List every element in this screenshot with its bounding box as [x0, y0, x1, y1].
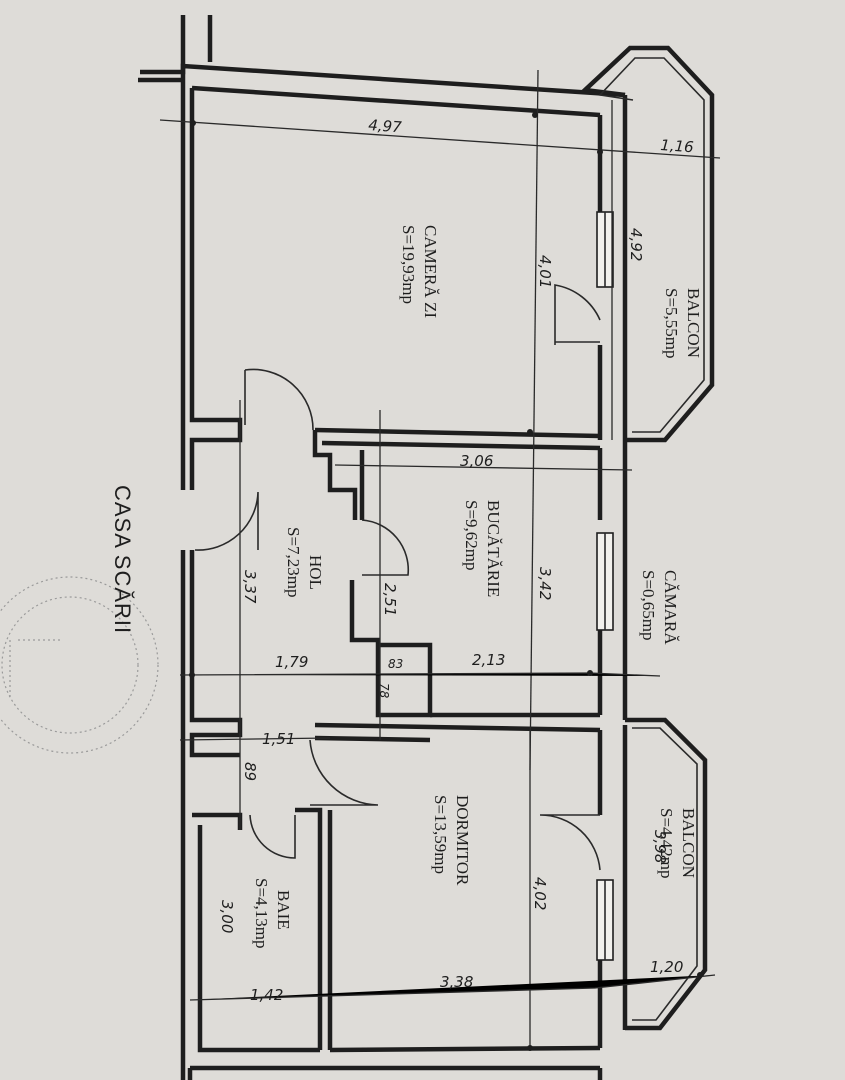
dim-4-02: 4,02 — [531, 877, 549, 910]
balcony-top — [579, 45, 715, 443]
dimension-labels: 4,97 1,16 4,92 4,01 3,06 3,42 2,51 3,37 … — [218, 116, 694, 1004]
dim-3-06: 3,06 — [460, 452, 493, 470]
room-baie: BAIE S=4,13mp — [252, 878, 293, 949]
dim-1-79: 1,79 — [275, 653, 308, 671]
room-name: CĂMARĂ — [661, 570, 680, 645]
room-area: S=9,62mp — [462, 500, 481, 571]
wall-living-kitchen — [314, 427, 601, 439]
door-living-balcony — [554, 284, 601, 345]
wall-bedroom-bottom — [329, 1045, 601, 1053]
door-living — [244, 368, 314, 431]
balcony-bottom — [625, 717, 708, 1031]
door-kitchen — [361, 519, 410, 576]
wall-top-exterior — [180, 63, 626, 98]
dim-3-38: 3,38 — [440, 973, 473, 991]
room-area: S=5,55mp — [662, 288, 681, 359]
room-name: CAMERĂ ZI — [421, 225, 440, 318]
room-name: BAIE — [274, 890, 293, 930]
room-bucatarie: BUCĂTĂRIE S=9,62mp — [462, 500, 503, 597]
stairwell-label: CASA SCĂRII — [110, 485, 135, 634]
dim-4-01: 4,01 — [536, 255, 554, 288]
room-name: BALCON — [684, 288, 703, 358]
room-name: BUCĂTĂRIE — [484, 500, 503, 597]
dim-2-51: 2,51 — [381, 583, 399, 616]
dim-3-37: 3,37 — [241, 570, 259, 604]
wall-top-interior — [191, 85, 601, 118]
dim-1-51: 1,51 — [262, 730, 295, 748]
dim-4-92: 4,92 — [627, 228, 645, 261]
room-hol: HOL S=7,23mp — [284, 527, 325, 598]
stairwell-label-group: CASA SCĂRII — [110, 485, 135, 634]
dim-3-00: 3,00 — [218, 900, 236, 933]
dim-1-42: 1,42 — [250, 986, 283, 1004]
room-camera-zi: CAMERĂ ZI S=19,93mp — [399, 225, 440, 318]
room-area: S=13,59mp — [431, 795, 450, 874]
dim-1-16: 1,16 — [660, 136, 695, 156]
wall-bath-outline — [197, 825, 320, 1053]
dim-3-42: 3,42 — [536, 567, 554, 600]
dim-1-20: 1,20 — [650, 958, 683, 976]
wall-kitchen-bedroom — [314, 722, 601, 733]
faded-stamp — [0, 576, 159, 754]
dim-3-98: 3,98 — [651, 830, 669, 863]
door-entry — [194, 491, 259, 551]
dim-89: 89 — [241, 762, 259, 781]
room-area: S=4,42mp — [657, 808, 676, 879]
room-name: BALCON — [679, 808, 698, 878]
wall-pantry — [349, 580, 433, 718]
room-area: S=19,93mp — [399, 225, 418, 304]
dim-2-13: 2,13 — [472, 651, 505, 669]
windows — [596, 211, 614, 961]
dimension-lines — [159, 69, 721, 1051]
room-dormitor: DORMITOR S=13,59mp — [431, 795, 472, 886]
room-area: S=7,23mp — [284, 527, 303, 598]
room-name: HOL — [306, 555, 325, 590]
room-balcon-1: BALCON S=5,55mp — [662, 288, 703, 359]
room-camara: CĂMARĂ S=0,65mp — [639, 570, 680, 645]
room-area: S=0,65mp — [639, 570, 658, 641]
doors — [194, 284, 601, 871]
door-bedroom-balcony — [539, 814, 601, 871]
door-bedroom — [309, 739, 379, 806]
dim-4-97: 4,97 — [368, 116, 403, 136]
room-name: DORMITOR — [453, 795, 472, 886]
room-balcon-2: BALCON S=4,42mp — [657, 808, 698, 879]
room-area: S=4,13mp — [252, 878, 271, 949]
door-bath — [249, 814, 296, 859]
dim-78: 78 — [377, 683, 391, 699]
dim-83: 83 — [388, 657, 403, 671]
